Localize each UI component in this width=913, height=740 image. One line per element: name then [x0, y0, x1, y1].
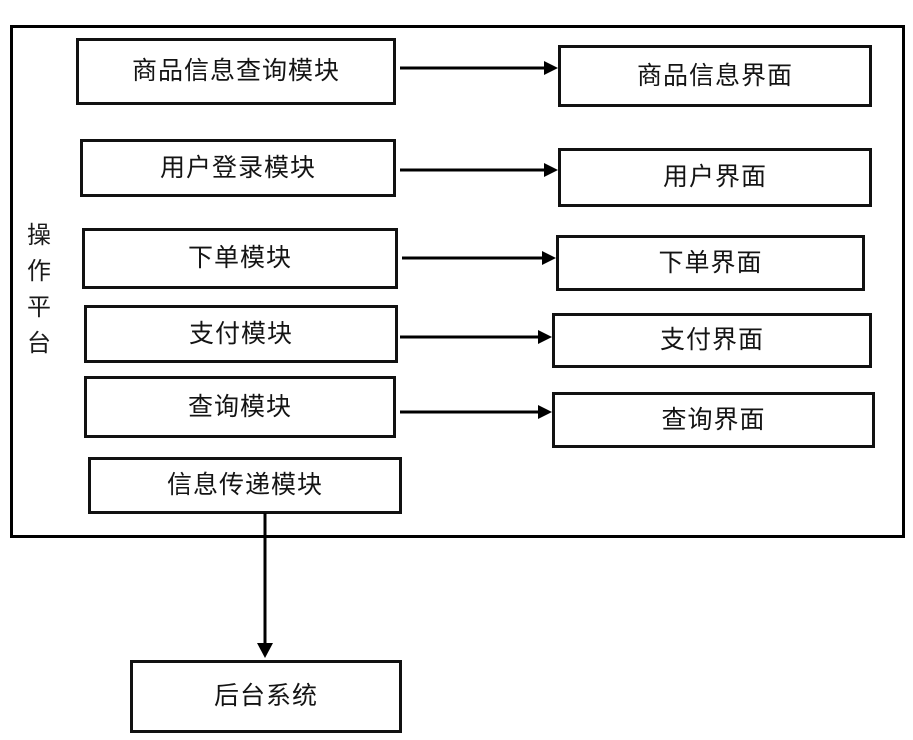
- arrow-head-icon: [538, 330, 552, 344]
- module-box-query[interactable]: 查询模块: [84, 376, 396, 438]
- platform-label-char-2: 作: [27, 259, 51, 285]
- module-box-place-order[interactable]: 下单模块: [82, 228, 398, 289]
- interface-label: 支付界面: [659, 327, 764, 354]
- interface-box-place-order[interactable]: 下单界面: [556, 235, 865, 291]
- module-label: 查询模块: [187, 393, 292, 421]
- arrow-shaft: [400, 335, 540, 339]
- arrow-shaft: [400, 410, 540, 414]
- arrow-head-down-icon: [257, 643, 273, 658]
- arrow-shaft: [402, 256, 544, 260]
- module-box-product-info-query[interactable]: 商品信息查询模块: [76, 38, 396, 105]
- operation-platform-label: 操 作 平 台: [22, 218, 56, 362]
- module-label: 商品信息查询模块: [131, 58, 340, 85]
- module-box-payment[interactable]: 支付模块: [84, 305, 398, 363]
- arrow-shaft-vertical: [263, 513, 267, 645]
- module-label: 用户登录模块: [159, 154, 316, 182]
- arrow-head-icon: [544, 163, 558, 177]
- arrow-shaft: [400, 66, 546, 70]
- module-label: 支付模块: [188, 320, 293, 348]
- backend-system-label: 后台系统: [213, 683, 318, 710]
- backend-system-box[interactable]: 后台系统: [130, 660, 402, 733]
- arrow-head-icon: [544, 61, 558, 75]
- interface-label: 商品信息界面: [636, 62, 793, 90]
- arrow-shaft: [400, 168, 546, 172]
- module-box-user-login[interactable]: 用户登录模块: [80, 139, 396, 197]
- arrow-head-icon: [542, 251, 556, 265]
- interface-box-user[interactable]: 用户界面: [558, 148, 872, 207]
- module-box-information-transfer[interactable]: 信息传递模块: [88, 457, 402, 514]
- interface-box-query[interactable]: 查询界面: [552, 392, 875, 448]
- platform-label-char-3: 平: [27, 295, 51, 321]
- platform-label-char-1: 操: [27, 223, 51, 249]
- interface-label: 下单界面: [658, 249, 763, 277]
- interface-box-product-info[interactable]: 商品信息界面: [558, 45, 872, 107]
- arrow-head-icon: [538, 405, 552, 419]
- interface-label: 用户界面: [662, 164, 767, 191]
- module-label: 下单模块: [187, 245, 292, 272]
- interface-label: 查询界面: [661, 406, 766, 434]
- interface-box-payment[interactable]: 支付界面: [552, 313, 872, 368]
- platform-label-char-4: 台: [27, 331, 51, 357]
- module-label: 信息传递模块: [166, 472, 323, 499]
